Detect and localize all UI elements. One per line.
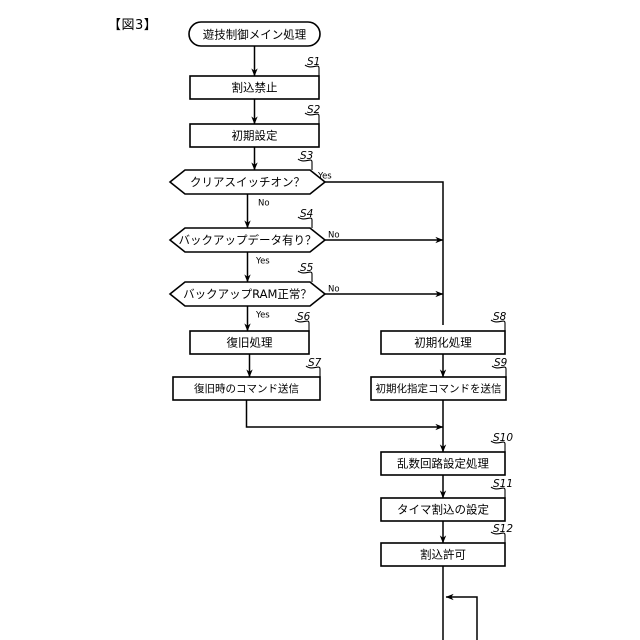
branch-label-s4-yes: Yes [255,257,270,267]
leader-s8 [490,319,506,331]
leader-s3 [297,158,313,170]
node-s8-label: 初期化処理 [414,336,472,350]
step-id-s6: S6 [297,311,311,323]
node-start-label: 遊技制御メイン処理 [203,27,307,41]
step-id-s5: S5 [300,262,314,274]
node-s9-process: 初期化指定コマンドを送信 [370,376,507,401]
branch-label-s3-no: No [258,199,270,209]
node-s6-label: 復旧処理 [227,336,273,350]
step-id-s8: S8 [493,311,507,323]
node-s8-process: 初期化処理 [380,330,506,355]
node-s5-decision: バックアップRAM正常？ [168,281,327,307]
node-start-terminator: 遊技制御メイン処理 [188,21,321,47]
branch-label-s5-yes: Yes [255,311,270,321]
branch-label-s3-yes: Yes [317,172,332,182]
leader-s10 [490,440,506,452]
node-s7-label: 復旧時のコマンド送信 [194,382,299,395]
node-s9-label: 初期化指定コマンドを送信 [376,382,502,395]
leader-s11 [490,486,506,498]
leader-s9 [491,365,507,377]
leader-s4 [297,216,313,228]
node-s10-label: 乱数回路設定処理 [397,457,489,471]
node-s11-process: タイマ割込の設定 [380,497,506,522]
step-id-s2: S2 [307,104,321,116]
leader-s5 [297,270,313,282]
node-s2-label: 初期設定 [232,129,278,143]
node-s6-process: 復旧処理 [189,330,310,355]
edge-loop-back [445,593,478,640]
branch-label-s5-no: No [328,285,340,295]
leader-s6 [294,319,310,331]
leader-s12 [490,531,506,543]
node-s11-label: タイマ割込の設定 [397,503,489,517]
node-s4-label: バックアップデータ有り？ [179,233,317,247]
edge-s3-yes-to-s8 [325,181,444,325]
step-id-s7: S7 [308,357,322,369]
node-s1-label: 割込禁止 [232,81,278,95]
step-id-s11: S11 [493,478,513,490]
node-s10-process: 乱数回路設定処理 [380,451,506,476]
node-s12-label: 割込許可 [420,548,466,562]
node-s7-process: 復旧時のコマンド送信 [172,376,321,401]
step-id-s1: S1 [307,56,320,68]
node-s4-decision: バックアップデータ有り？ [168,227,327,253]
step-id-s4: S4 [300,208,313,220]
step-id-s12: S12 [493,523,513,535]
node-s12-process: 割込許可 [380,542,506,567]
branch-label-s4-no: No [328,231,340,241]
edge-s7-to-rail [245,400,444,431]
node-s5-label: バックアップRAM正常？ [183,287,312,301]
leader-s1 [304,64,320,76]
leader-s2 [304,112,320,124]
step-id-s3: S3 [300,150,313,162]
leader-s7 [305,365,321,377]
figure-number-label: 【図3】 [108,18,158,33]
node-s2-process: 初期設定 [189,123,320,148]
node-s3-label: クリアスイッチオン？ [190,175,305,189]
step-id-s10: S10 [493,432,513,444]
node-s3-decision: クリアスイッチオン？ [168,169,327,195]
node-s1-process: 割込禁止 [189,75,320,100]
step-id-s9: S9 [494,357,508,369]
